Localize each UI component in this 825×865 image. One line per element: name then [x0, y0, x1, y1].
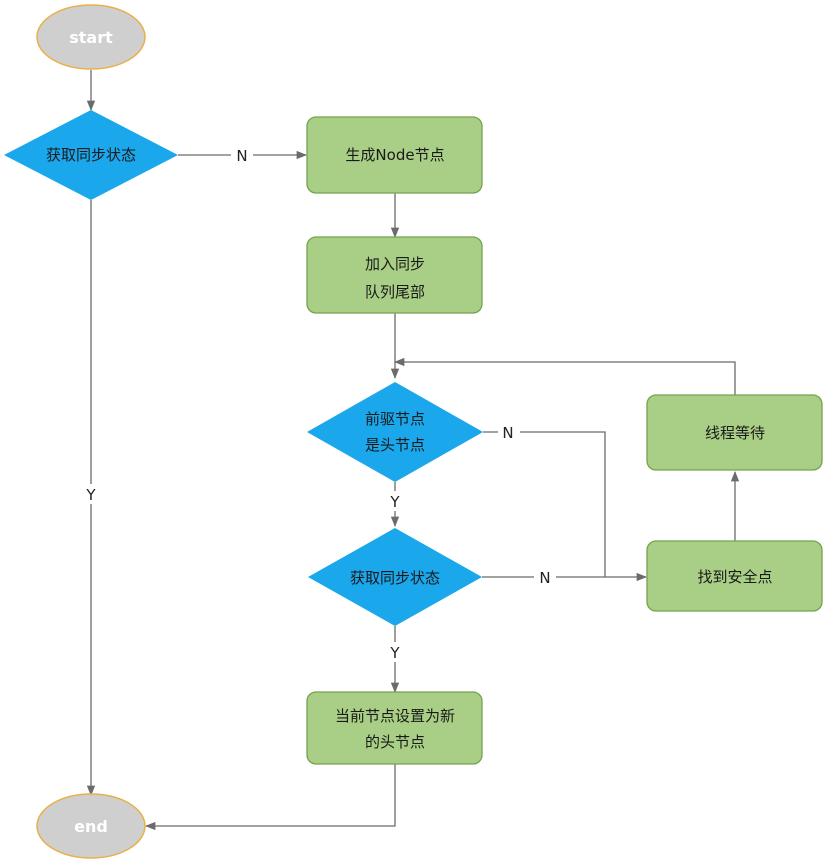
label-acquire-1-no: N — [236, 147, 247, 165]
label-pred-head-yes: Y — [389, 493, 400, 511]
edge-set-head-to-end — [144, 764, 396, 831]
label-acquire-2-no: N — [539, 569, 550, 587]
node-pred-is-head: 前驱节点 是头节点 — [307, 382, 483, 482]
node-acquire-1-label: 获取同步状态 — [46, 146, 136, 164]
node-set-head-label-line1: 当前节点设置为新 — [335, 707, 455, 725]
node-start-label: start — [69, 28, 113, 47]
node-acquire-2-label: 获取同步状态 — [350, 569, 440, 587]
label-acquire-1-yes: Y — [85, 486, 96, 504]
node-wait-label: 线程等待 — [705, 424, 765, 442]
label-pred-head-no: N — [502, 424, 513, 442]
node-enqueue-label-line1: 加入同步 — [365, 255, 425, 273]
edge-pred-head-no — [483, 431, 606, 577]
edge-wait-loop-back — [393, 357, 736, 395]
node-end: end — [36, 793, 146, 859]
label-acquire-2-yes: Y — [389, 644, 400, 662]
node-set-head-label-line2: 的头节点 — [365, 733, 425, 751]
node-wait: 线程等待 — [646, 394, 823, 471]
node-create-node-label: 生成Node节点 — [345, 146, 444, 164]
node-safe-point-label: 找到安全点 — [697, 568, 772, 586]
node-start: start — [36, 4, 146, 70]
node-enqueue-label-line2: 队列尾部 — [365, 283, 425, 301]
node-pred-is-head-label-line2: 是头节点 — [365, 436, 425, 454]
node-enqueue: 加入同步 队列尾部 — [306, 236, 483, 314]
node-pred-is-head-label-line1: 前驱节点 — [365, 410, 425, 428]
node-set-head: 当前节点设置为新 的头节点 — [306, 691, 483, 765]
edge-labels: N Y N Y N Y — [81, 145, 556, 662]
node-safe-point: 找到安全点 — [646, 540, 823, 612]
node-end-label: end — [74, 817, 108, 836]
node-acquire-1: 获取同步状态 — [4, 110, 178, 200]
node-acquire-2: 获取同步状态 — [308, 528, 482, 626]
node-create-node: 生成Node节点 — [306, 116, 483, 194]
